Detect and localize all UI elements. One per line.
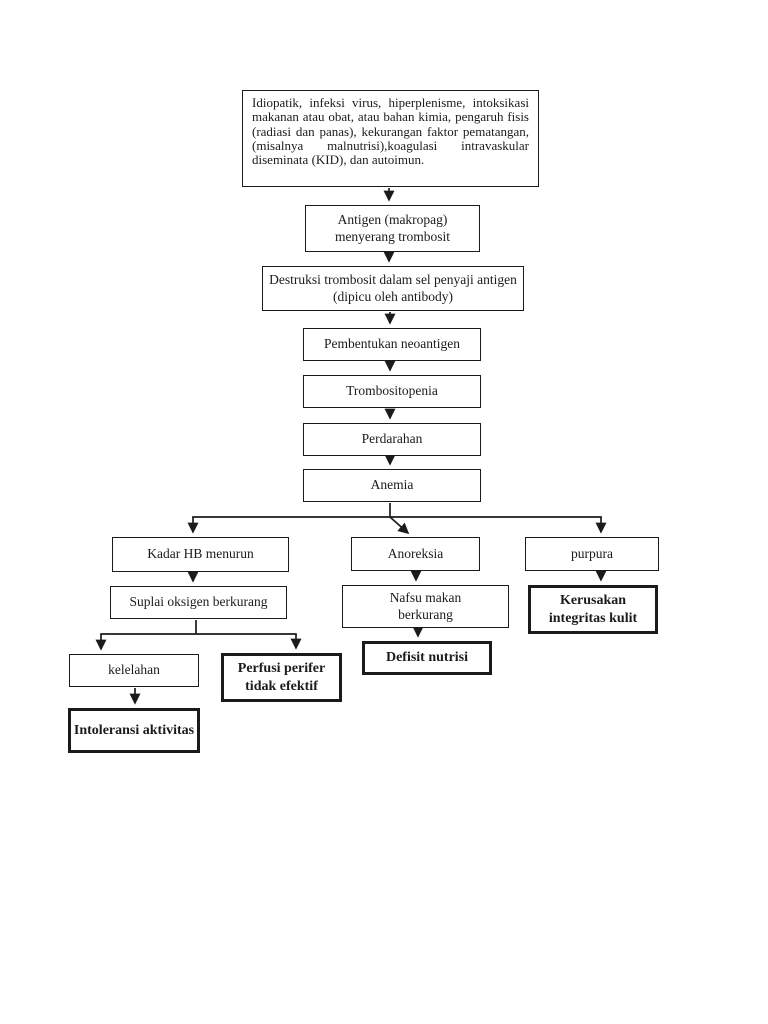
node-anemia: Anemia <box>303 469 481 502</box>
node-destruksi-trombosit: Destruksi trombosit dalam sel penyaji an… <box>262 266 524 311</box>
node-defisit-nutrisi: Defisit nutrisi <box>362 641 492 675</box>
node-kerusakan-integritas-kulit: Kerusakan integritas kulit <box>528 585 658 634</box>
node-kadar-hb-menurun: Kadar HB menurun <box>112 537 289 572</box>
node-trombositopenia: Trombositopenia <box>303 375 481 408</box>
node-nafsu-makan-berkurang: Nafsu makan berkurang <box>342 585 509 628</box>
arrow-branch-to-anoreksia <box>389 516 410 535</box>
node-kelelahan: kelelahan <box>69 654 199 687</box>
branch-trunk-suplai <box>100 620 297 635</box>
branch-trunk-anemia <box>192 503 602 518</box>
node-antigen-menyerang-trombosit: Antigen (makropag) menyerang trombosit <box>305 205 480 252</box>
node-perdarahan: Perdarahan <box>303 423 481 456</box>
node-purpura: purpura <box>525 537 659 571</box>
node-pembentukan-neoantigen: Pembentukan neoantigen <box>303 328 481 361</box>
node-causes: Idiopatik, infeksi virus, hiperplenisme,… <box>242 90 539 187</box>
node-intoleransi-aktivitas: Intoleransi aktivitas <box>68 708 200 753</box>
node-perfusi-perifer-tidak-efektif: Perfusi perifer tidak efektif <box>221 653 342 702</box>
node-anoreksia: Anoreksia <box>351 537 480 571</box>
node-suplai-oksigen-berkurang: Suplai oksigen berkurang <box>110 586 287 619</box>
